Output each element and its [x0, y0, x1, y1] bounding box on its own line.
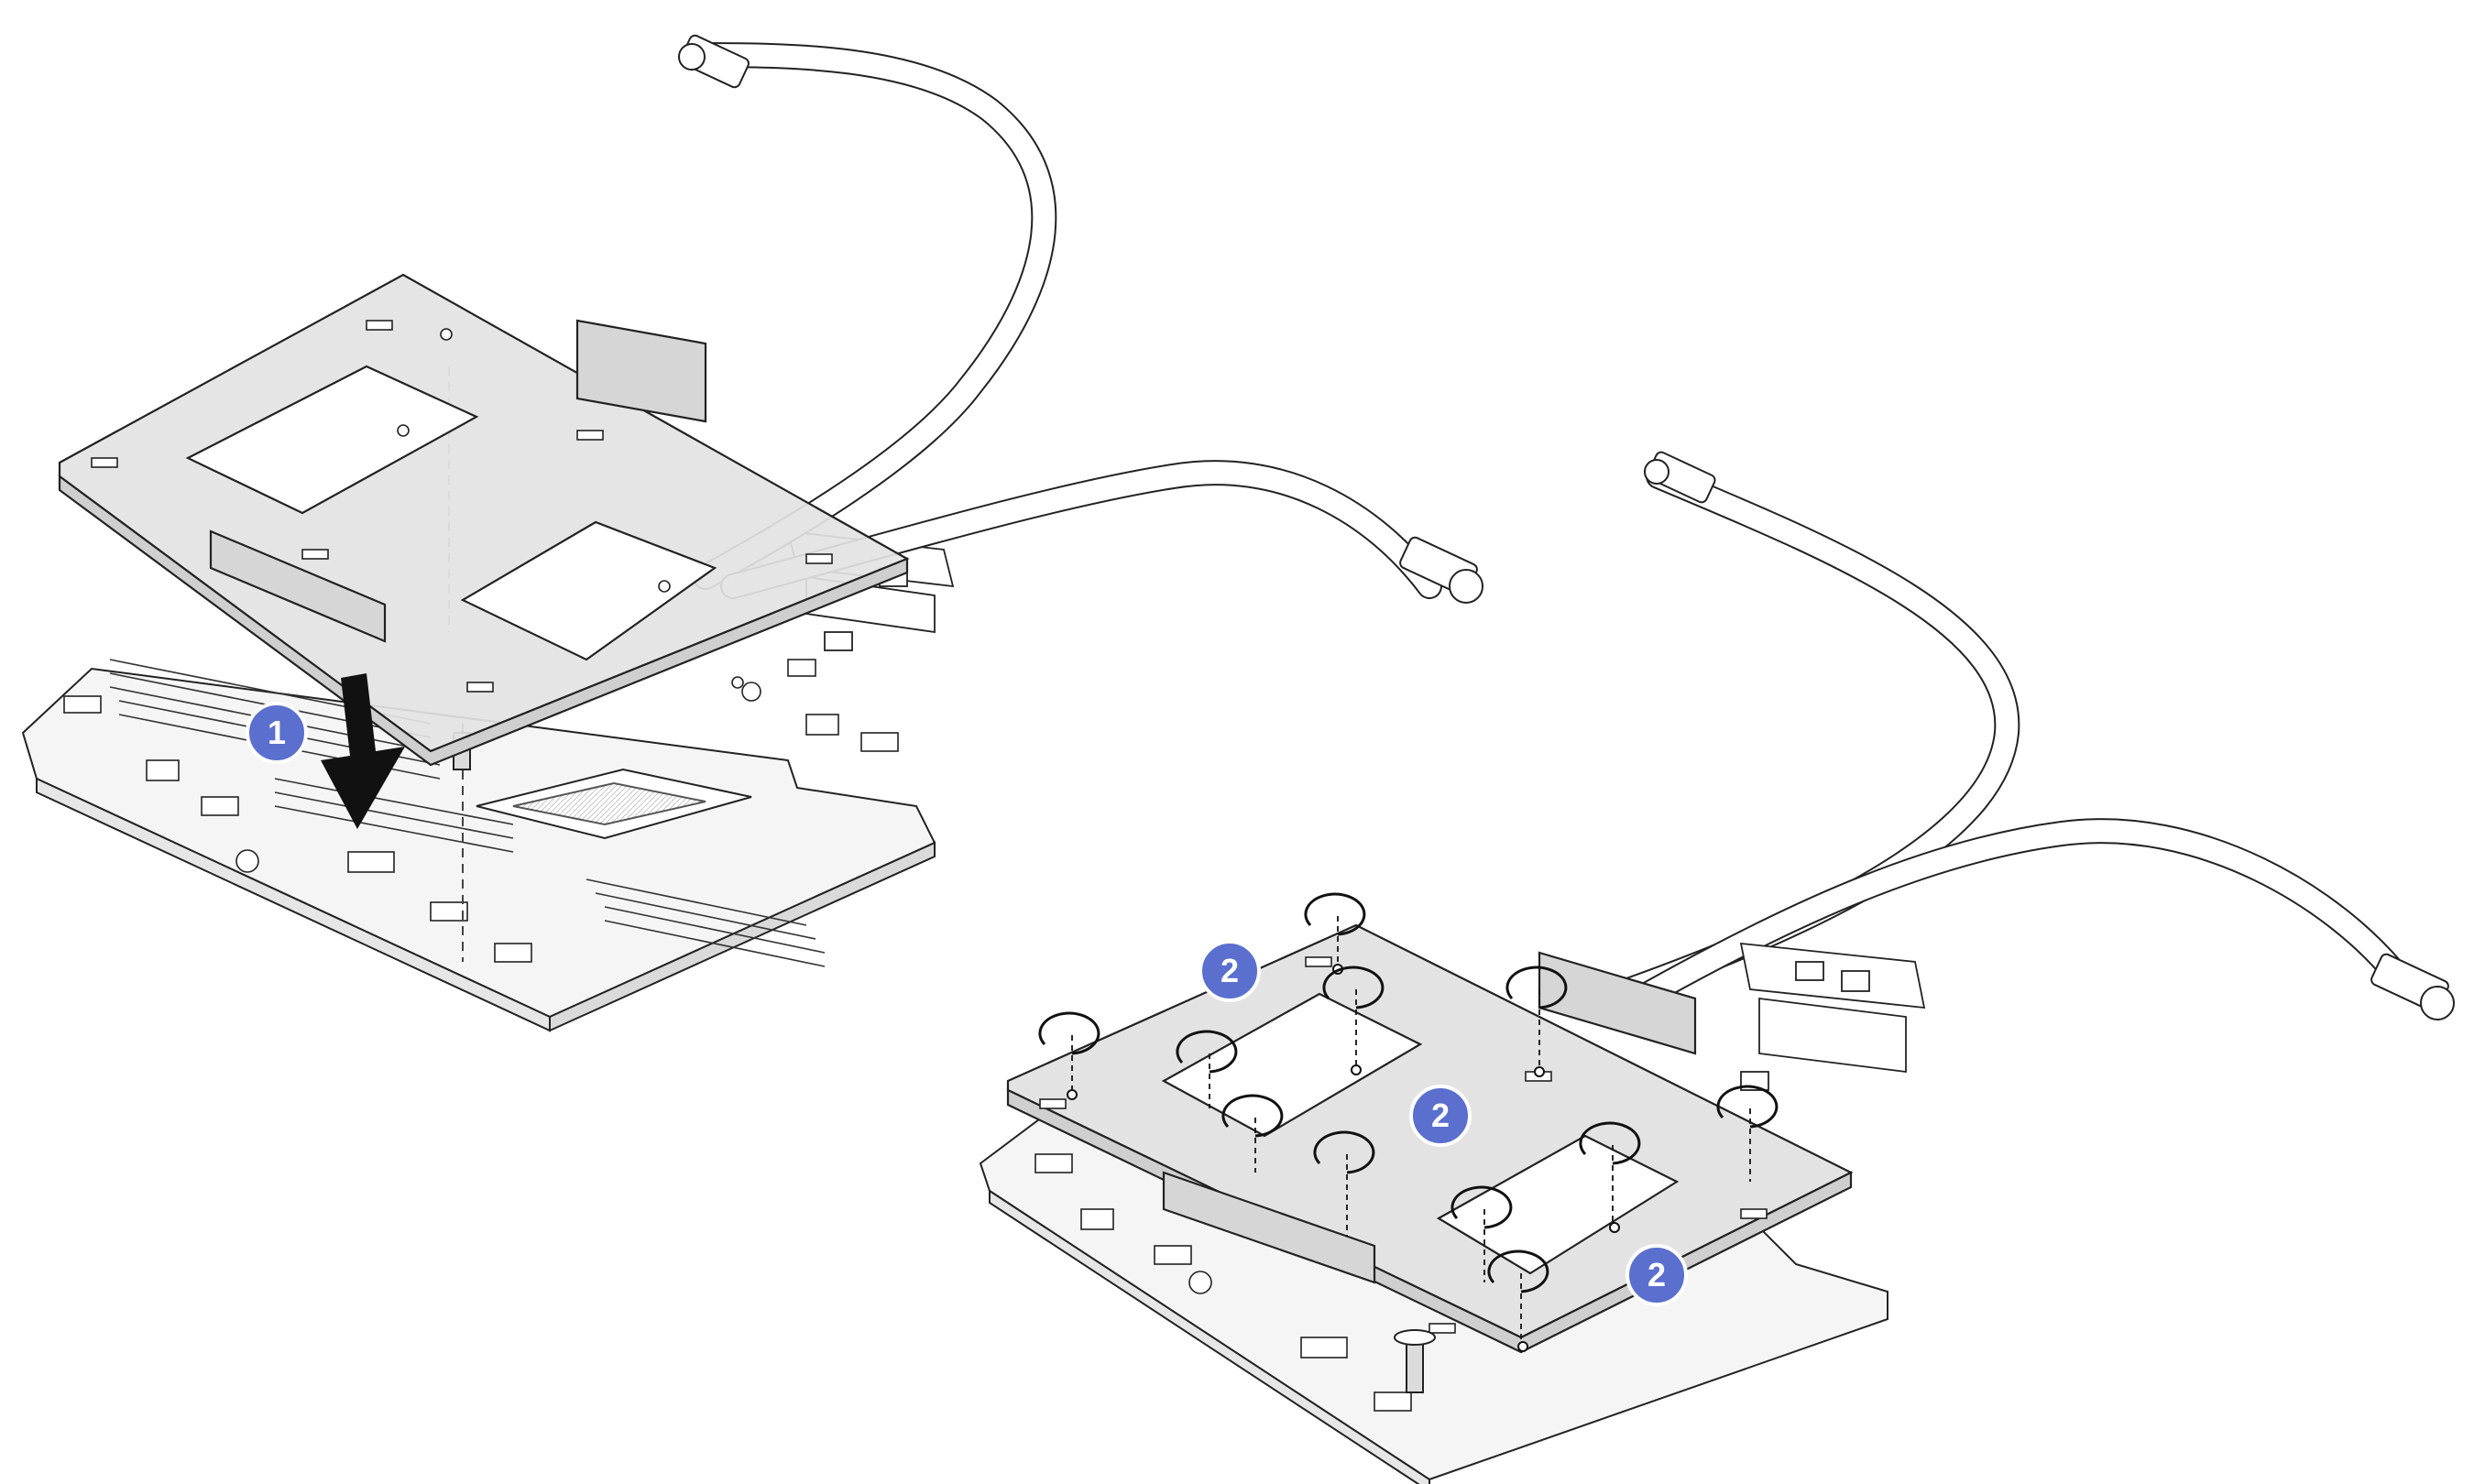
callouts: 1 2 2 2	[246, 702, 1688, 1306]
callout-2c-label: 2	[1648, 1256, 1666, 1293]
rotate-screw-icon	[1450, 1185, 1513, 1282]
hose-connector-icon	[678, 34, 1483, 604]
rotate-screw-icon	[1313, 1130, 1375, 1237]
callout-step-2: 2	[1626, 1244, 1688, 1306]
callout-2a-label: 2	[1221, 952, 1239, 989]
system-board-left	[21, 659, 936, 1032]
screw-indicators	[1038, 892, 1779, 1352]
rotate-screw-icon	[1487, 1249, 1549, 1352]
callout-2b-label: 2	[1431, 1097, 1450, 1134]
board-connectors-right	[1739, 942, 1926, 1091]
left-assembly	[21, 34, 1483, 1032]
callout-step-1: 1	[246, 702, 308, 764]
rotate-screw-icon	[1038, 1011, 1100, 1100]
right-assembly	[979, 451, 2455, 1484]
rotate-screw-icon	[1579, 1121, 1641, 1233]
callout-step-2: 2	[1199, 940, 1261, 1002]
rotate-screw-icon	[1716, 1085, 1779, 1182]
hose-connector-icon	[1644, 451, 2455, 1020]
rotate-screw-icon	[1221, 1094, 1284, 1173]
cold-plate-left	[58, 273, 910, 767]
callout-1-label: 1	[268, 714, 286, 751]
rotate-screw-icon	[1176, 1030, 1238, 1108]
rotate-screw-icon	[1505, 966, 1568, 1077]
down-arrow-icon	[321, 673, 405, 829]
rotate-screw-icon	[1322, 966, 1385, 1075]
coolant-hose-right	[1618, 464, 2414, 1011]
callout-step-2: 2	[1409, 1085, 1472, 1147]
